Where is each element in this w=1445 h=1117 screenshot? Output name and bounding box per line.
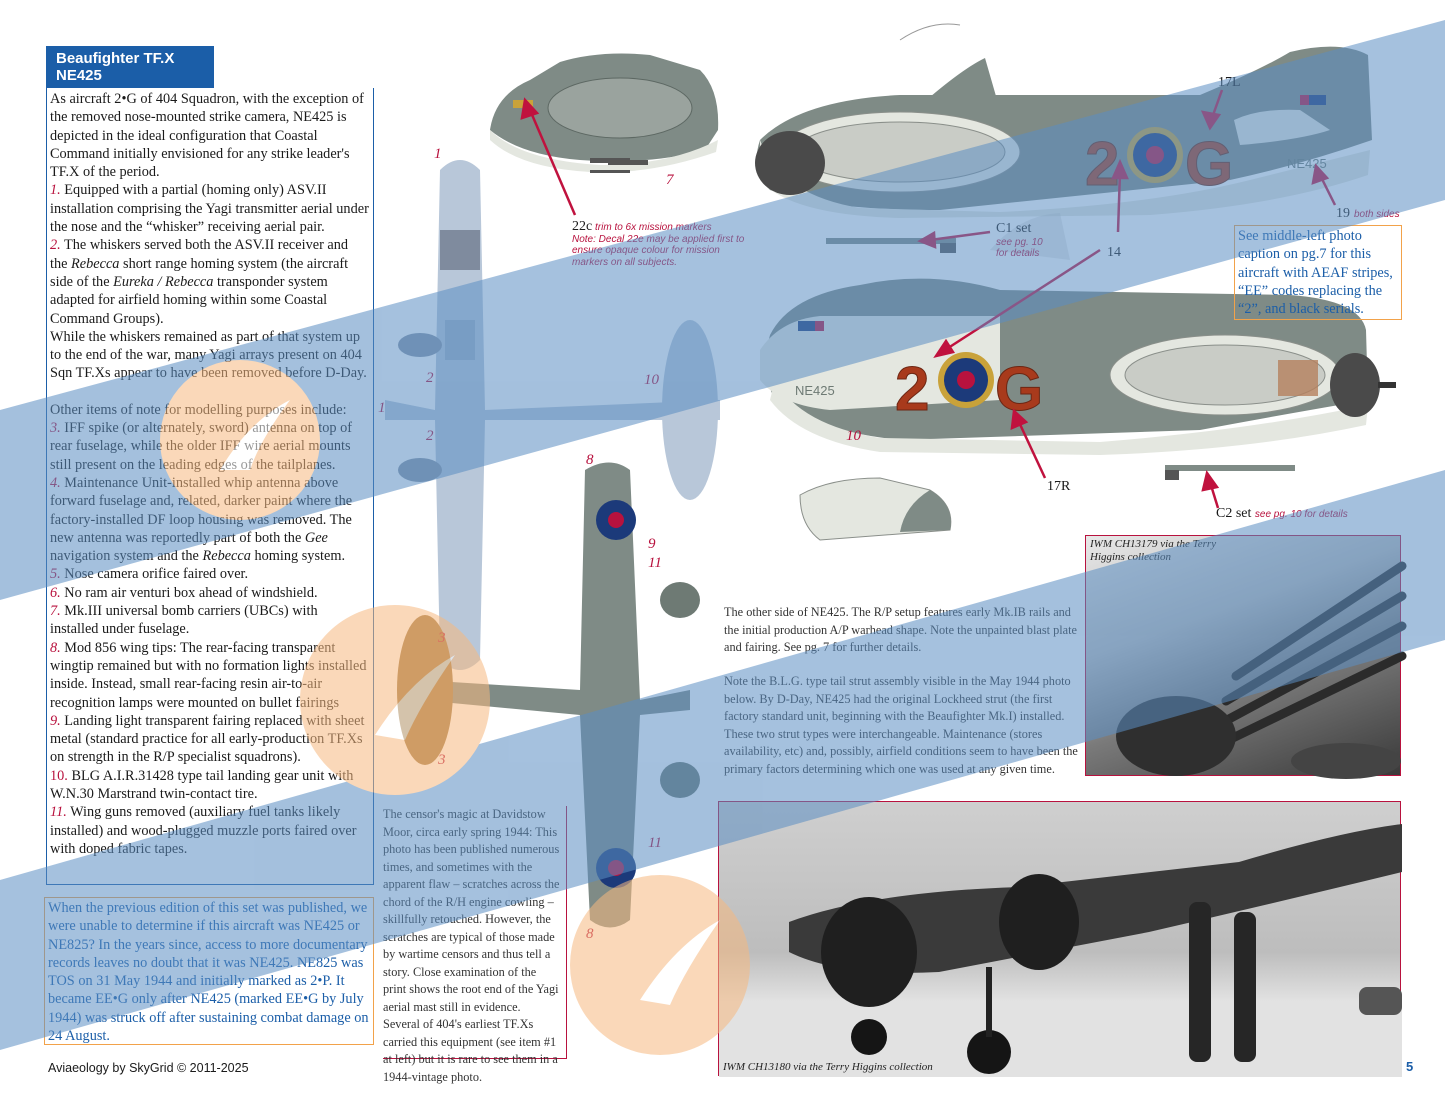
code-letter-g-port: G [1185,130,1233,199]
identity-note-box: When the previous edition of this set wa… [44,897,374,1045]
photo-rocket-rails: IWM CH13179 via the Terry Higgins collec… [1085,535,1407,779]
item-11: 11. Wing guns removed (auxiliary fuel ta… [50,804,357,857]
callout-3-b: 3 [437,752,446,768]
profile-port-side: 2 G NE425 [755,23,1372,218]
callout-19-sub: both sides [1354,209,1400,220]
aeaf-note-box: See middle-left photo caption on pg.7 fo… [1234,225,1402,320]
code-letter-g-starboard: G [995,355,1043,424]
item-10: 10. BLG A.I.R.31428 type tail landing ge… [50,767,354,802]
callout-2-b: 2 [426,428,434,444]
page-title: Beaufighter TF.X NE425 [46,46,214,88]
intro-paragraph: As aircraft 2•G of 404 Squadron, with th… [50,91,364,181]
whiskers-paragraph: While the whiskers remained as part of t… [50,328,367,382]
other-items-heading: Other items of note for modelling purpos… [50,401,347,418]
callout-7: 7 [666,172,675,188]
description-panel: As aircraft 2•G of 404 Squadron, with th… [46,88,374,885]
callout-11-top: 11 [648,555,662,571]
censor-caption: The censor's magic at Davidstow Moor, ci… [383,806,567,1084]
item-9: 9. Landing light transparent fairing rep… [50,712,365,766]
caption-blg-strut: Note the B.L.G. type tail strut assembly… [724,674,1078,776]
callout-14: 14 [1107,245,1121,260]
photo2-illustration [719,824,1402,1077]
serial-port: NE425 [1287,156,1327,171]
callout-10-a: 10 [644,372,660,388]
serial-starboard: NE425 [795,383,835,398]
item-6: 6. No ram air venturi box ahead of winds… [50,584,318,601]
item-4: 4. Maintenance Unit-installed whip anten… [50,474,353,565]
callout-2-a: 2 [426,370,434,386]
rocket-rail-c2 [1165,465,1295,480]
callout-19: 19 [1336,206,1350,221]
c1-set-label: C1 set see pg. 10 for details [996,221,1043,259]
callout-8-top: 8 [586,452,594,468]
callout-17l: 17L [1218,75,1241,90]
callout-11-bottom: 11 [648,835,662,851]
code-letter-2-starboard: 2 [895,355,929,424]
callout-17r: 17R [1047,479,1071,494]
c2-set-label: C2 set see pg. 10 for details [1216,506,1348,521]
photo1-illustration [1116,561,1407,779]
item-1: 1. Equipped with a partial (homing only)… [50,182,369,236]
item-5: 5. Nose camera orifice faired over. [50,566,249,583]
callout-1-top: 1 [434,146,442,162]
callout-8-bottom: 8 [586,926,594,942]
footer-copyright: Aviaeology by SkyGrid © 2011-2025 [48,1061,249,1075]
nose-detail-lower [799,477,952,541]
code-letter-2-port: 2 [1085,130,1119,199]
photo-beaufighter-ground: IWM CH13180 via the Terry Higgins collec… [718,801,1402,1077]
callout-9: 9 [648,536,656,552]
photo2-credit: IWM CH13180 via the Terry Higgins collec… [723,1061,933,1073]
decal-22c-note: 22c trim to 6x mission markers Note: Dec… [572,219,745,268]
callout-3-a: 3 [437,630,446,646]
caption-other-side: The other side of NE425. The R/P setup f… [724,605,1077,654]
callout-10-b: 10 [846,428,862,444]
item-8: 8. Mod 856 wing tips: The rear-facing tr… [50,639,367,711]
item-7: 7. Mk.III universal bomb carriers (UBCs)… [50,603,318,638]
callout-1-b: 1 [378,400,386,416]
item-2: 2. The whiskers served both the ASV.II r… [50,237,349,327]
item-3: 3. IFF spike (or alternately, sword) ant… [50,420,353,473]
